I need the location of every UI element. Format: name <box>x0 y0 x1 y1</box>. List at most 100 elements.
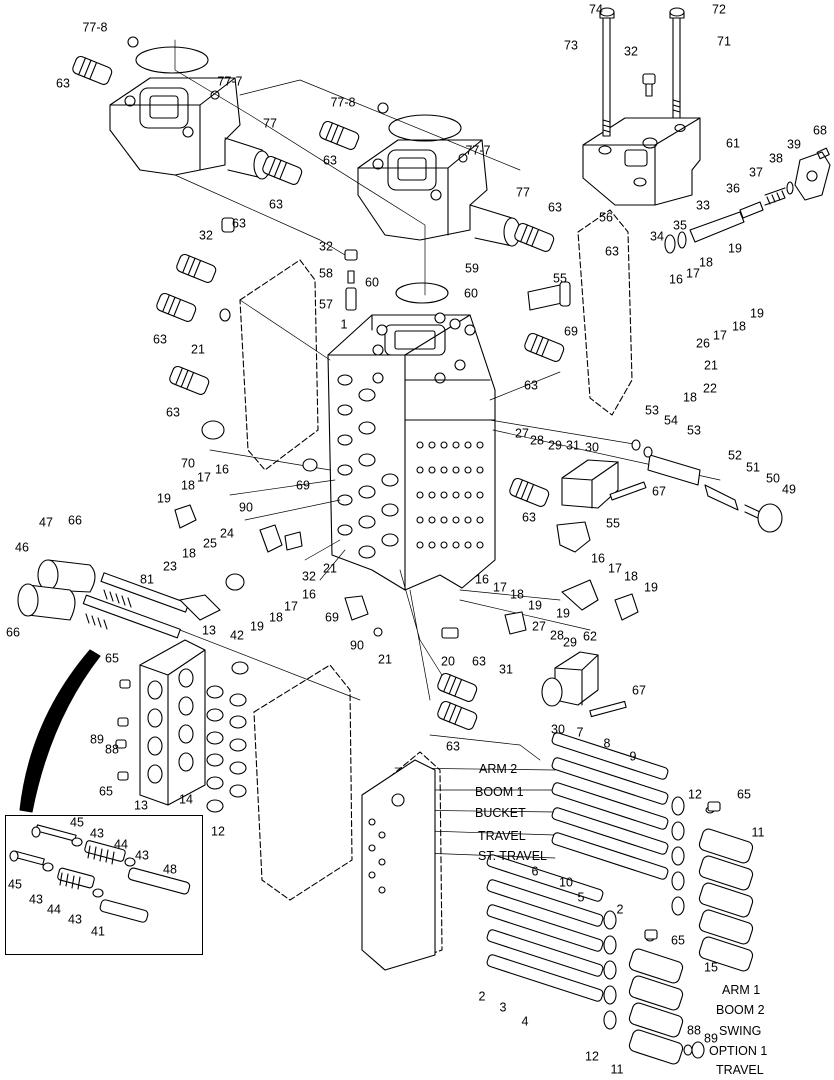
callout-32: 32 <box>624 44 638 59</box>
callout-77: 77 <box>263 116 277 131</box>
callout-19: 19 <box>250 619 264 634</box>
callout-16: 16 <box>215 462 229 477</box>
callout-12: 12 <box>585 1049 599 1064</box>
callout-27: 27 <box>532 619 546 634</box>
valve-body-1 <box>327 314 496 591</box>
end-caps-11 <box>628 828 754 1065</box>
callout-18: 18 <box>699 255 713 270</box>
callout-77-8: 77-8 <box>330 95 356 110</box>
callout-63: 63 <box>323 153 337 168</box>
callout-37: 37 <box>749 165 763 180</box>
callout-14: 14 <box>179 792 193 807</box>
callout-33: 33 <box>696 198 710 213</box>
callout-32: 32 <box>302 569 316 584</box>
callout-89: 89 <box>704 1031 718 1046</box>
callout-90: 90 <box>350 638 364 653</box>
main-spools-left <box>82 572 245 639</box>
callout-44: 44 <box>47 902 61 917</box>
callout-42: 42 <box>230 628 244 643</box>
callout-28: 28 <box>530 433 544 448</box>
callout-21: 21 <box>323 561 337 576</box>
callout-36: 36 <box>726 181 740 196</box>
valve-body-ports <box>337 374 484 559</box>
callout-88: 88 <box>105 742 119 757</box>
callout-43: 43 <box>135 848 149 863</box>
callout-90: 90 <box>239 500 253 515</box>
callout-13: 13 <box>202 623 216 638</box>
callout-35: 35 <box>673 218 687 233</box>
callout-89: 89 <box>90 732 104 747</box>
callout-65: 65 <box>671 933 685 948</box>
callout-60: 60 <box>464 286 478 301</box>
pilot-block-13 <box>139 639 206 806</box>
callout-21: 21 <box>378 652 392 667</box>
control-spools-bank <box>486 732 669 1002</box>
callout-10: 10 <box>559 875 573 890</box>
callout-18: 18 <box>269 610 283 625</box>
callout-43: 43 <box>29 892 43 907</box>
callout-19: 19 <box>644 580 658 595</box>
callout-8: 8 <box>603 736 611 751</box>
callout-17: 17 <box>284 599 298 614</box>
callout-60: 60 <box>365 275 379 290</box>
callout-63: 63 <box>56 76 70 91</box>
callout-56: 56 <box>599 210 613 225</box>
callout-77-8: 77-8 <box>82 20 108 35</box>
callout-66: 66 <box>68 513 82 528</box>
callout-15: 15 <box>704 960 718 975</box>
callout-17: 17 <box>197 470 211 485</box>
callout-51: 51 <box>746 460 760 475</box>
callout-77-7: 77-7 <box>217 74 243 89</box>
callout-63: 63 <box>446 739 460 754</box>
callout-17: 17 <box>608 561 622 576</box>
callout-19: 19 <box>750 306 764 321</box>
stud-bolt-71 <box>669 7 685 119</box>
callout-21: 21 <box>191 342 205 357</box>
callout-69: 69 <box>325 610 339 625</box>
callout-13: 13 <box>134 798 148 813</box>
callout-25: 25 <box>203 536 217 551</box>
callout-49: 49 <box>782 482 796 497</box>
callout-65: 65 <box>105 651 119 666</box>
callout-34: 34 <box>650 229 664 244</box>
callout-63: 32 <box>199 228 213 243</box>
end-cover-77-middle <box>357 139 521 247</box>
callout-58: 58 <box>319 266 333 281</box>
callout-43: 43 <box>90 826 104 841</box>
callout-55: 55 <box>553 271 567 286</box>
callout-12: 12 <box>211 824 225 839</box>
spool-covers-30 <box>541 459 647 718</box>
callout-27: 27 <box>515 426 529 441</box>
inset-detail-frame <box>5 815 203 955</box>
callout-45: 45 <box>8 877 22 892</box>
callout-30: 30 <box>585 440 599 455</box>
callout-65: 65 <box>99 784 113 799</box>
callout-12: 12 <box>688 787 702 802</box>
function-label-travel-upper: TRAVEL <box>478 829 526 843</box>
callout-28: 28 <box>550 628 564 643</box>
callout-20: 20 <box>441 654 455 669</box>
callout-47: 47 <box>39 515 53 530</box>
callout-19: 19 <box>728 241 742 256</box>
callout-63: 63 <box>524 378 538 393</box>
callout-2: 2 <box>616 902 624 917</box>
callout-18: 18 <box>181 478 195 493</box>
screws-65-88-89 <box>115 679 721 940</box>
callout-39: 39 <box>787 137 801 152</box>
callout-48: 48 <box>163 862 177 877</box>
function-label-st-travel: ST. TRAVEL <box>478 849 548 863</box>
callout-55: 55 <box>606 516 620 531</box>
callout-77: 77 <box>516 185 530 200</box>
function-label-arm-2: ARM 2 <box>479 762 518 776</box>
callout-7: 7 <box>576 725 584 740</box>
callout-61: 61 <box>726 136 740 151</box>
callout-63: 63 <box>548 200 562 215</box>
callout-4: 4 <box>521 1014 529 1029</box>
callout-77-7: 77-7 <box>465 143 491 158</box>
function-label-swing: SWING <box>719 1024 762 1038</box>
callout-69: 69 <box>564 324 578 339</box>
callout-32: 32 <box>319 239 333 254</box>
callout-18: 18 <box>624 569 638 584</box>
